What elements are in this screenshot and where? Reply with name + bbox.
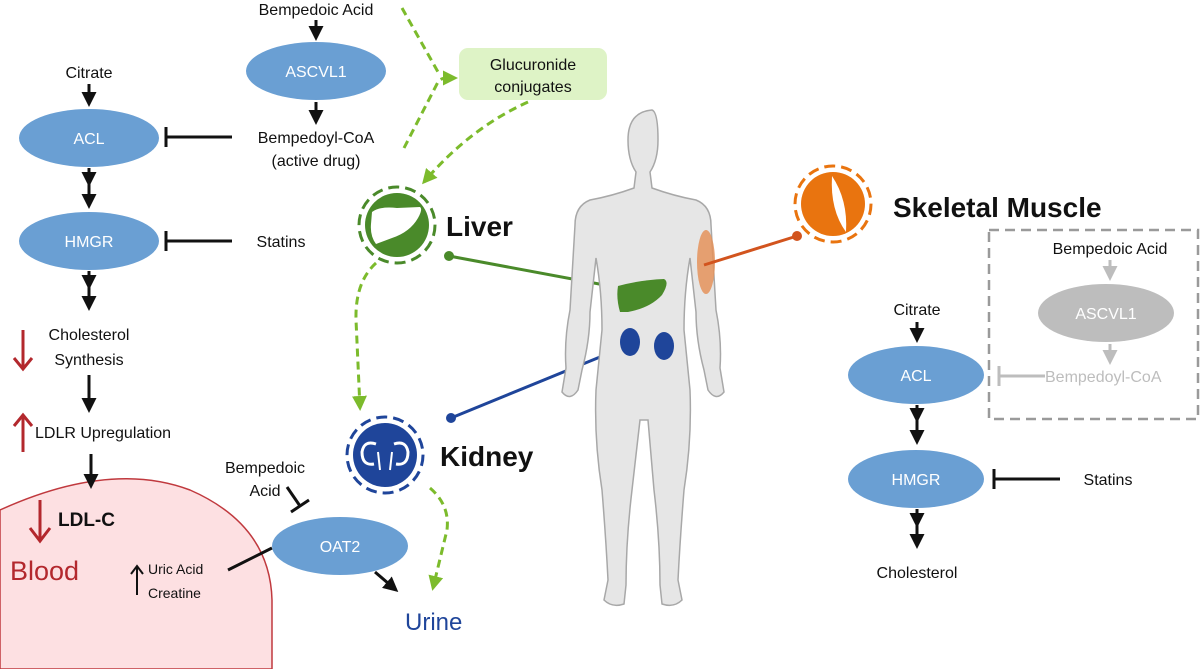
muscle-statins-label: Statins — [1084, 472, 1133, 489]
muscle-bempedoyl-coa-label: Bempedoyl-CoA — [1045, 369, 1162, 386]
glucuronide-line1: Glucuronide — [490, 57, 576, 74]
muscle-badge — [801, 172, 865, 236]
kidney-badge — [353, 423, 417, 487]
down-arrow-red-head — [12, 357, 34, 372]
oat2-transporter — [272, 517, 408, 575]
flow-kidney-urine — [428, 486, 449, 591]
blood-oat2-link — [227, 546, 273, 572]
inhibit-bempedoic-oat2 — [285, 486, 302, 507]
skeletal-muscle-label: Skeletal Muscle — [893, 192, 1102, 223]
kidney-badge-ring — [345, 415, 425, 495]
oat2-bempedoic-line1: Bempedoic — [225, 460, 305, 477]
body-muscle — [697, 230, 715, 294]
acl-enzyme — [19, 109, 159, 167]
human-body-figure — [561, 109, 725, 607]
kidney-icon — [360, 441, 410, 471]
muscle-citrate-label: Citrate — [893, 302, 940, 319]
oat2-bempedoic-line2: Acid — [249, 483, 280, 500]
muscle-ascvl1-enzyme — [1038, 284, 1174, 342]
bempedoyl-coa-line1: Bempedoyl-CoA — [258, 130, 375, 147]
glucuronide-box — [459, 48, 607, 100]
statins-label: Statins — [257, 234, 306, 251]
ascvl1-label: ASCVL1 — [285, 64, 346, 81]
hmgr-enzyme — [19, 212, 159, 270]
urine-label: Urine — [405, 609, 462, 636]
flow-liver-kidney — [351, 261, 378, 411]
citrate-label: Citrate — [65, 65, 112, 82]
body-kidney-left — [620, 328, 640, 356]
muscle-hmgr-label: HMGR — [892, 472, 941, 489]
muscle-ascvl1-label: ASCVL1 — [1075, 306, 1136, 323]
body-liver — [617, 279, 667, 312]
muscle-connector — [703, 234, 798, 267]
kidney-connector-dot — [446, 413, 456, 423]
ascvl1-enzyme — [246, 42, 386, 100]
liver-connector-dot — [444, 251, 454, 261]
muscle-bempedoic-acid-label: Bempedoic Acid — [1053, 241, 1168, 258]
cholesterol-synthesis-line2: Synthesis — [54, 352, 123, 369]
arrow-oat2-urine — [374, 570, 399, 592]
oat2-label: OAT2 — [320, 539, 361, 556]
inhibit-bar — [290, 498, 310, 514]
liver-connector — [448, 254, 627, 291]
blood-label: Blood — [10, 556, 79, 586]
bempedoyl-coa-line2: (active drug) — [272, 153, 361, 170]
acl-label: ACL — [73, 131, 104, 148]
muscle-connector-dot — [792, 231, 802, 241]
hmgr-label: HMGR — [65, 234, 114, 251]
ldlc-label: LDL-C — [58, 510, 115, 531]
liver-icon — [370, 207, 422, 244]
up-arrow-black-head — [130, 564, 144, 575]
flow-glucuronide-liver — [422, 100, 529, 185]
kidney-connector — [450, 346, 623, 420]
glucuronide-line2: conjugates — [494, 79, 571, 96]
ldlr-label: LDLR Upregulation — [35, 425, 171, 442]
ldlc-down-arrow-head — [28, 527, 52, 544]
muscle-acl-enzyme — [848, 346, 984, 404]
muscle-hmgr-enzyme — [848, 450, 984, 508]
flow-to-glucuronide — [400, 7, 455, 149]
body-kidney-right — [654, 332, 674, 360]
muscle-cholesterol-label: Cholesterol — [877, 565, 958, 582]
muscle-acl-label: ACL — [900, 368, 931, 385]
kidney-label: Kidney — [440, 441, 534, 472]
creatine-label: Creatine — [148, 585, 201, 601]
uric-acid-label: Uric Acid — [148, 561, 203, 577]
up-arrow-red-head — [12, 412, 34, 427]
bempedoic-acid-label: Bempedoic Acid — [259, 2, 374, 19]
inactive-ascvl1-box — [987, 228, 1200, 421]
cholesterol-synthesis-line1: Cholesterol — [49, 327, 130, 344]
muscle-badge-ring — [793, 164, 873, 244]
muscle-fiber-icon — [831, 176, 847, 232]
liver-badge-ring — [357, 185, 437, 265]
liver-label: Liver — [446, 211, 513, 242]
